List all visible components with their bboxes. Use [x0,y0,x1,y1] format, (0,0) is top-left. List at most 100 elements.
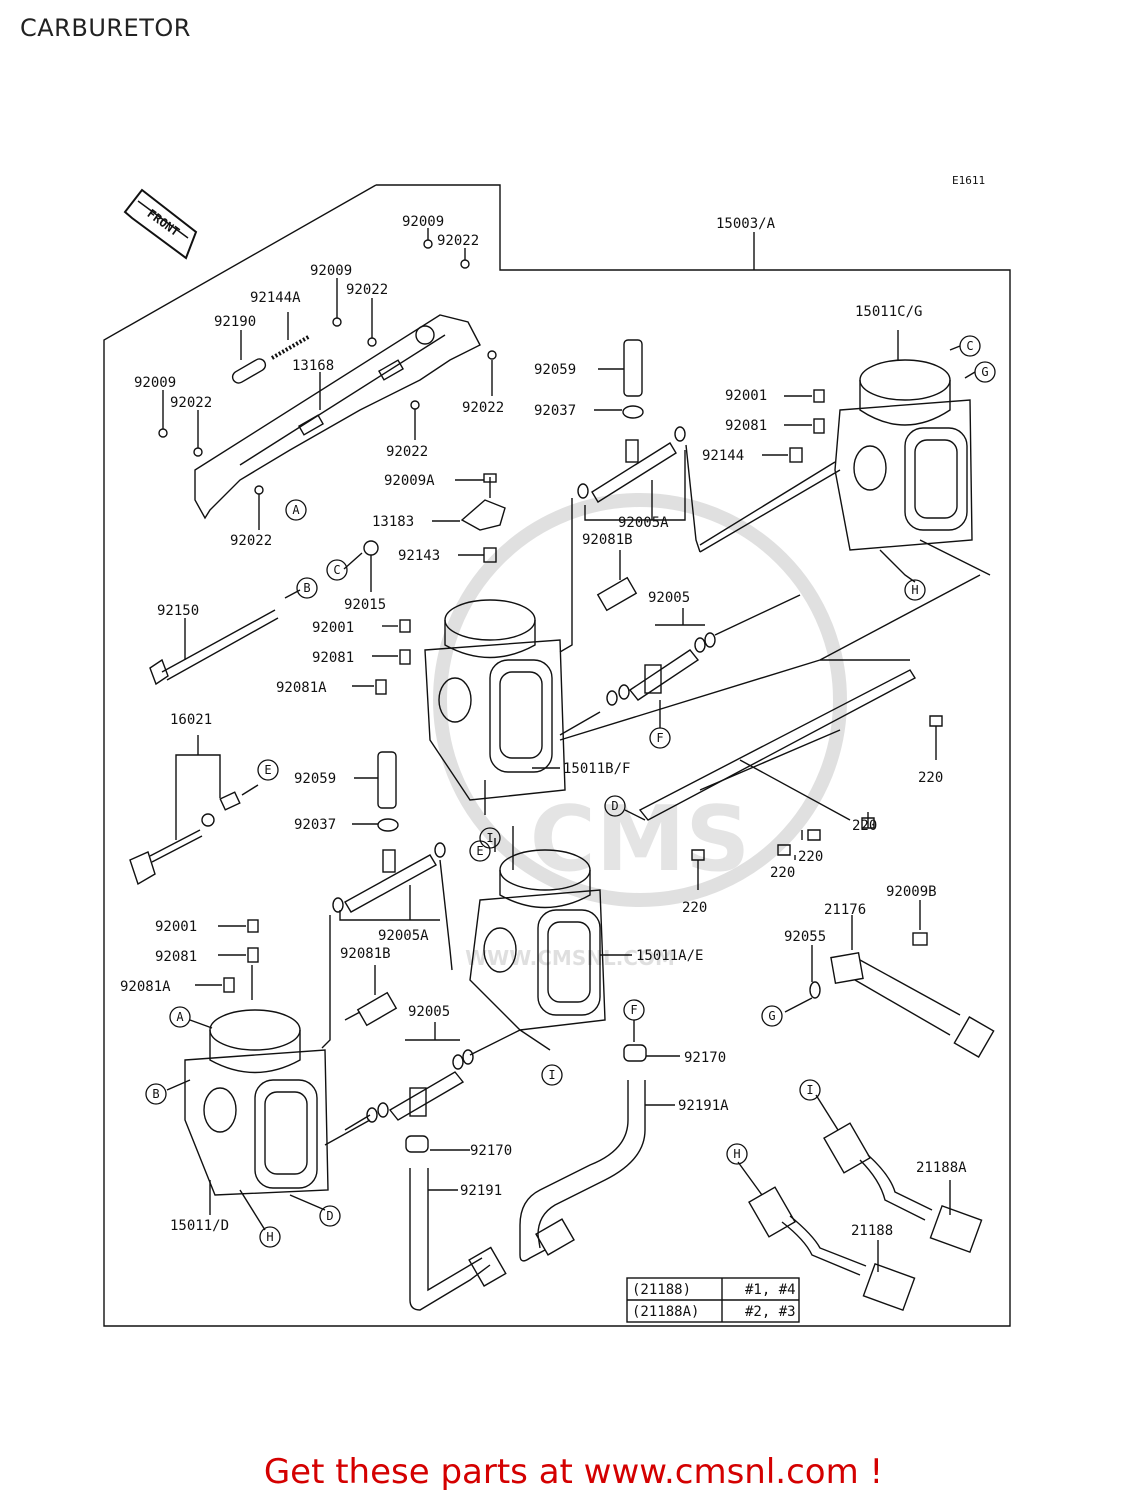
part-label: 92191A [678,1098,729,1114]
ref-marker-G: G [761,1005,783,1027]
part-label: 16021 [170,712,212,728]
part-label: 92081 [155,949,197,965]
svg-text:A: A [176,1010,184,1024]
watermark [433,493,847,907]
part-labels: 15003/A 92009 92022 92009 92022 92144A 9… [120,214,967,1239]
part-label: 92055 [784,929,826,945]
part-label: 15011/D [170,1218,229,1234]
watermark-url: WWW.CMSNL.COM [465,946,675,970]
svg-text:F: F [656,731,663,745]
diagram-code: E1611 [952,174,985,187]
part-label: 13168 [292,358,334,374]
part-label: 92190 [214,314,256,330]
part-label: 92005A [378,928,429,944]
part-label: 92022 [386,444,428,460]
carburetor-15011CG [834,359,973,551]
table-cell: (21188A) [632,1304,699,1320]
svg-text:B: B [303,581,310,595]
svg-text:I: I [548,1068,555,1082]
svg-text:D: D [326,1209,333,1223]
footer-link-text[interactable]: Get these parts at www.cmsnl.com ! [263,1452,884,1492]
table-cell: (21188) [632,1282,691,1298]
svg-text:G: G [768,1009,775,1023]
table-cell: #1, #4 [745,1282,796,1298]
part-label: 92143 [398,548,440,564]
part-label: 220 [798,849,823,865]
part-label: 92081A [276,680,327,696]
part-label: 13183 [372,514,414,530]
part-label: 92005A [618,515,669,531]
ref-marker-C: C [959,335,981,357]
part-label: 92081A [120,979,171,995]
ref-marker-F: F [649,727,671,749]
part-label: 92059 [294,771,336,787]
ref-marker-B: B [296,577,318,599]
part-label: 92022 [170,395,212,411]
svg-text:I: I [806,1083,813,1097]
svg-text:G: G [981,365,988,379]
ref-marker-F: F [623,999,645,1021]
part-label: 92009 [134,375,176,391]
part-label: 92001 [312,620,354,636]
part-label: 220 [852,818,877,834]
ref-marker-H: H [259,1226,281,1248]
part-label: 92009A [384,473,435,489]
svg-text:C: C [966,339,973,353]
diagram-frame [103,184,1011,1327]
svg-text:B: B [152,1087,159,1101]
part-label: 92015 [344,597,386,613]
part-label: 220 [682,900,707,916]
part-label: 21176 [824,902,866,918]
front-arrow-icon [123,188,198,260]
watermark-text: CMS [530,787,750,892]
part-label: 92144 [702,448,744,464]
part-label: 92144A [250,290,301,306]
carburetor-15011D [184,1009,329,1196]
ref-marker-C: C [326,559,348,581]
reference-markers: A B C C G H E F I D E A B F I G I H D H [145,335,996,1248]
ref-marker-I: I [799,1079,821,1101]
carburetor-15011BF [424,599,566,801]
part-label: 92081 [312,650,354,666]
ref-marker-E: E [257,759,279,781]
part-label: 92037 [294,817,336,833]
part-label: 92022 [437,233,479,249]
part-label: 92191 [460,1183,502,1199]
part-label: 92022 [230,533,272,549]
svg-text:F: F [630,1003,637,1017]
part-label: 92022 [462,400,504,416]
part-label: 92009 [310,263,352,279]
ref-marker-A: A [285,499,307,521]
part-label: 92170 [470,1143,512,1159]
ref-marker-D: D [604,795,626,817]
ref-marker-B: B [145,1083,167,1105]
part-label: 92001 [155,919,197,935]
part-label: 92009 [402,214,444,230]
part-label: 92081 [725,418,767,434]
svg-text:E: E [264,763,271,777]
part-label: 92037 [534,403,576,419]
page-title: CARBURETOR [20,14,191,42]
part-label: 92009B [886,884,937,900]
svg-text:D: D [611,799,618,813]
ref-marker-H: H [904,579,926,601]
svg-text:H: H [266,1230,273,1244]
part-label: 220 [918,770,943,786]
part-label: 92081B [340,946,391,962]
ref-marker-E: E [469,840,491,862]
svg-text:H: H [911,583,918,597]
part-label: 92005 [408,1004,450,1020]
part-label: 92150 [157,603,199,619]
svg-text:C: C [333,563,340,577]
footer-link[interactable]: Get these parts at www.cmsnl.com ! [0,1452,1147,1492]
part-label: 15011A/E [636,948,703,964]
part-label: 92022 [346,282,388,298]
svg-text:I: I [486,831,493,845]
front-label: FRONT [145,206,182,239]
part-label: 220 [770,865,795,881]
part-label: 92059 [534,362,576,378]
svg-text:A: A [292,503,300,517]
part-label: 21188A [916,1160,967,1176]
svg-text:E: E [476,844,483,858]
